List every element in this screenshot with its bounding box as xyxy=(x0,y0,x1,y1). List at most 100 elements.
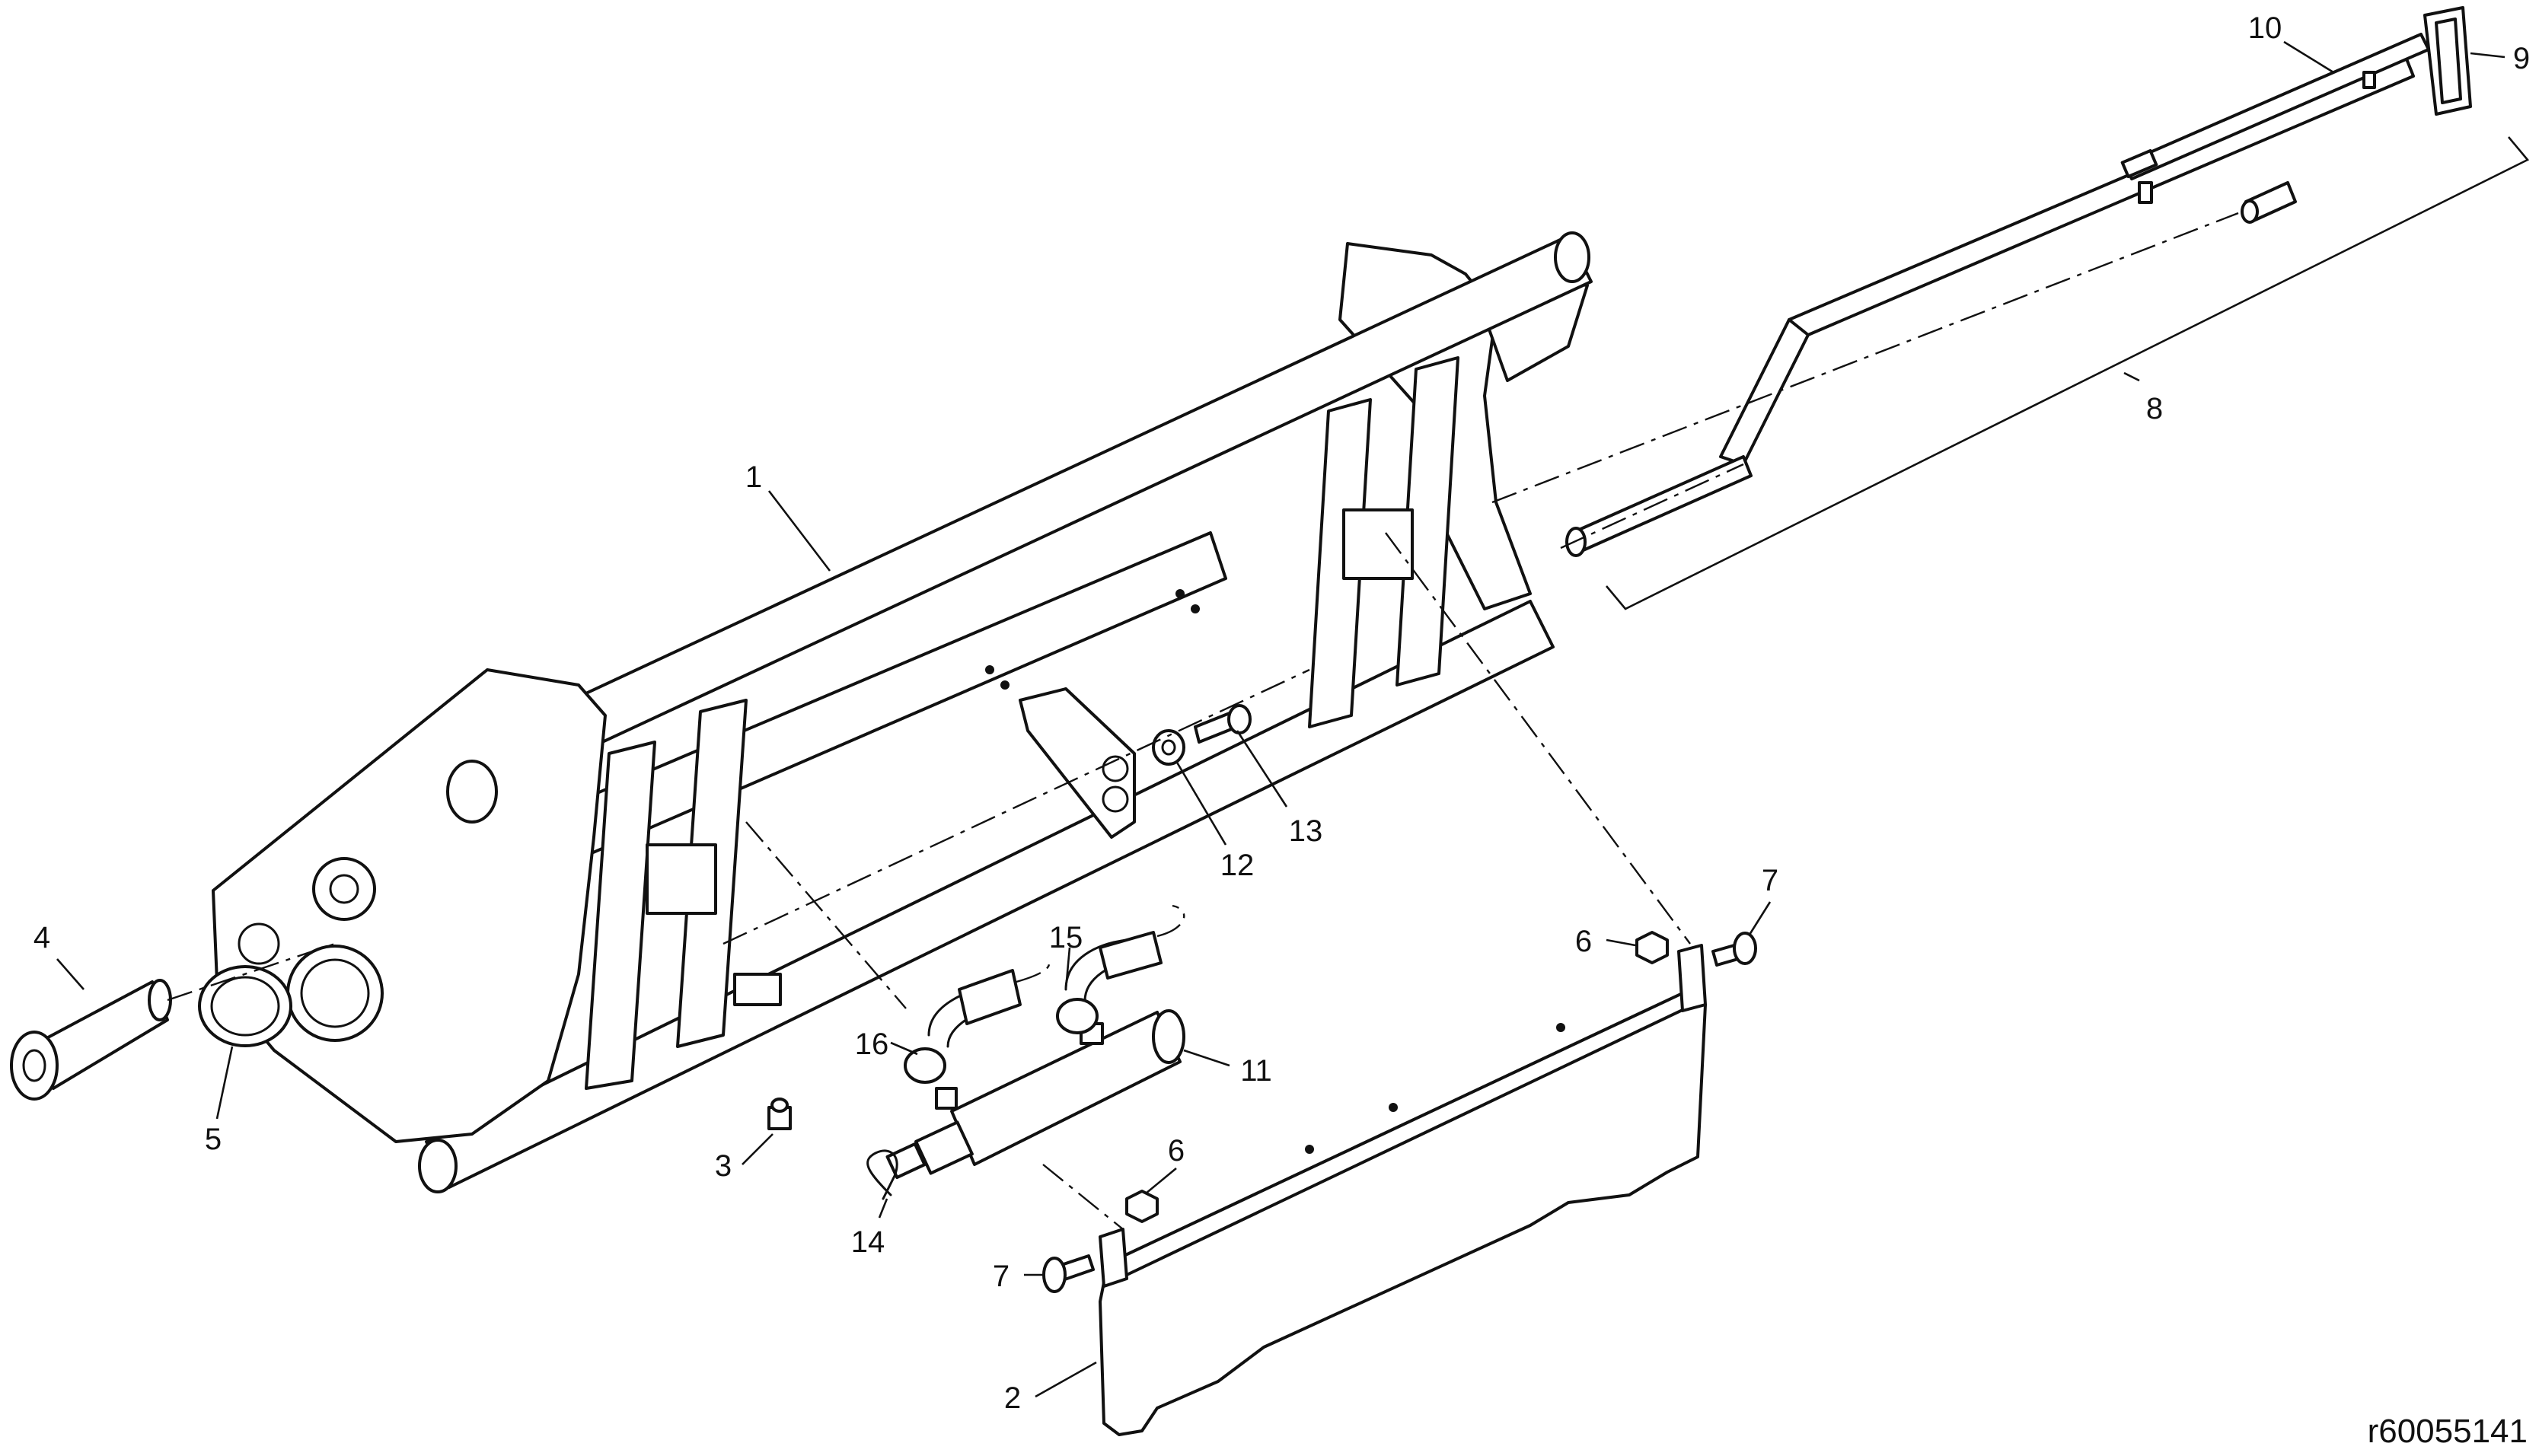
nut-left xyxy=(1125,1190,1159,1223)
pivot-pin-assembly xyxy=(10,965,292,1101)
hose-15-continuation xyxy=(1156,904,1185,938)
leader-1 xyxy=(767,490,831,572)
leader-10 xyxy=(2283,40,2334,74)
callout-15: 15 xyxy=(1049,921,1083,954)
guard-panel-hole xyxy=(1305,1145,1314,1154)
carriage-bolt-right-head xyxy=(1733,932,1757,965)
guard-panel-flange-left xyxy=(1099,1228,1128,1288)
leader-5 xyxy=(215,1046,234,1120)
leader-2 xyxy=(1035,1361,1097,1398)
axis-cylinder xyxy=(745,821,907,1009)
leader-12 xyxy=(1175,760,1227,846)
callout-9: 9 xyxy=(2513,42,2530,75)
leader-13 xyxy=(1236,730,1288,808)
callout-7a: 7 xyxy=(1762,864,1778,897)
handle-grip-face xyxy=(2435,18,2462,104)
frame-hole xyxy=(1000,680,1010,690)
frame-left-plate-outer xyxy=(585,741,656,1090)
frame-front-bore-inner xyxy=(300,958,370,1028)
washer-inner xyxy=(1161,739,1176,756)
pivot-pin-tip xyxy=(148,979,172,1021)
hydraulic-cylinder xyxy=(885,1009,1185,1180)
frame-front-boss-inner xyxy=(329,874,359,904)
carriage-bolt-left-head xyxy=(1042,1257,1067,1293)
callout-1: 1 xyxy=(745,460,762,494)
frame-left-clamp xyxy=(646,843,717,915)
leader-16 xyxy=(890,1041,918,1056)
main-frame xyxy=(212,231,1593,1193)
callout-7b: 7 xyxy=(993,1260,1010,1293)
frame-hole xyxy=(1191,604,1200,613)
frame-front-hole-small xyxy=(238,922,280,965)
linkage-assembly xyxy=(1565,6,2472,557)
leader-3 xyxy=(742,1133,774,1165)
hose-16-nut xyxy=(904,1047,946,1084)
leader-7a xyxy=(1748,901,1772,935)
leader-14 xyxy=(878,1198,888,1219)
linkage-top-bar xyxy=(2123,33,2430,180)
callout-5: 5 xyxy=(205,1123,222,1156)
hose-15-nut xyxy=(1056,998,1099,1034)
callout-6b: 6 xyxy=(1168,1134,1185,1168)
guard-panel-hole xyxy=(1389,1103,1398,1112)
cylinder-barrel xyxy=(950,1011,1182,1166)
frame-upper-tube-front-end xyxy=(446,760,498,824)
linkage-bracket-bolt xyxy=(2138,181,2153,204)
axis-linkage-lower xyxy=(1560,463,1744,550)
callout-14: 14 xyxy=(851,1225,885,1259)
callout-12: 12 xyxy=(1220,849,1255,882)
callout-4: 4 xyxy=(33,921,50,954)
linkage-bracket xyxy=(2120,148,2158,179)
callout-11: 11 xyxy=(1240,1054,1272,1088)
frame-hole xyxy=(1175,589,1185,598)
pivot-pin-head-inner xyxy=(22,1049,46,1082)
callout-6a: 6 xyxy=(1575,925,1592,958)
grease-fitting-cap xyxy=(770,1098,789,1113)
guard-panel-flange-right xyxy=(1677,944,1707,1012)
hose-15-fitting xyxy=(1099,931,1163,980)
hose-16-continuation xyxy=(1016,958,1051,983)
bolt-head xyxy=(1227,704,1252,734)
cylinder-rod-end xyxy=(914,1120,974,1175)
leader-lines xyxy=(56,40,2506,1398)
leader-4 xyxy=(56,958,85,990)
guard-panel-hole xyxy=(1556,1023,1565,1032)
linkage-top-bolt xyxy=(2362,71,2376,89)
cylinder-end xyxy=(1152,1009,1185,1064)
linkage-rod-main xyxy=(1719,318,1813,466)
callout-13: 13 xyxy=(1289,814,1323,848)
hose-16-fitting xyxy=(958,969,1022,1025)
frame-right-clamp xyxy=(1342,508,1414,580)
cylinder-port-lower xyxy=(935,1087,958,1110)
leader-11 xyxy=(1183,1049,1230,1067)
callout-labels: 1 2 3 4 5 6 6 7 7 8 9 10 11 12 13 14 15 … xyxy=(33,11,2530,1415)
axis-pin xyxy=(167,942,336,1002)
callout-2: 2 xyxy=(1004,1381,1021,1415)
leader-15 xyxy=(1064,947,1071,990)
frame-lower-tube-end xyxy=(418,1139,458,1193)
hair-pin-clip xyxy=(866,1149,898,1200)
leader-8 xyxy=(2123,371,2140,382)
callout-10: 10 xyxy=(2248,11,2282,45)
frame-lug-hole-lower xyxy=(1102,785,1129,813)
frame-right-plate-outer xyxy=(1308,398,1372,728)
leader-9 xyxy=(2470,52,2506,59)
leader-6a xyxy=(1606,938,1636,947)
frame-lower-block xyxy=(733,973,782,1006)
axis-guard-left xyxy=(1042,1164,1124,1230)
linkage-rod-upper xyxy=(1788,56,2415,336)
figure-reference-code: r60055141 xyxy=(2368,1413,2528,1450)
frame-hole xyxy=(985,665,994,674)
axis-frame-to-guard xyxy=(1385,532,1691,945)
callout-16: 16 xyxy=(855,1027,889,1061)
nut-right xyxy=(1635,931,1669,964)
bushing-inner xyxy=(210,976,280,1037)
linkage-bracket-line xyxy=(1606,136,2530,610)
guard-fasteners xyxy=(1042,931,1757,1293)
callout-8: 8 xyxy=(2146,392,2163,425)
callout-3: 3 xyxy=(715,1149,732,1183)
linkage-sleeve-end xyxy=(2241,199,2259,224)
axis-linkage-upper xyxy=(1491,212,2239,504)
leader-6b xyxy=(1145,1167,1177,1195)
